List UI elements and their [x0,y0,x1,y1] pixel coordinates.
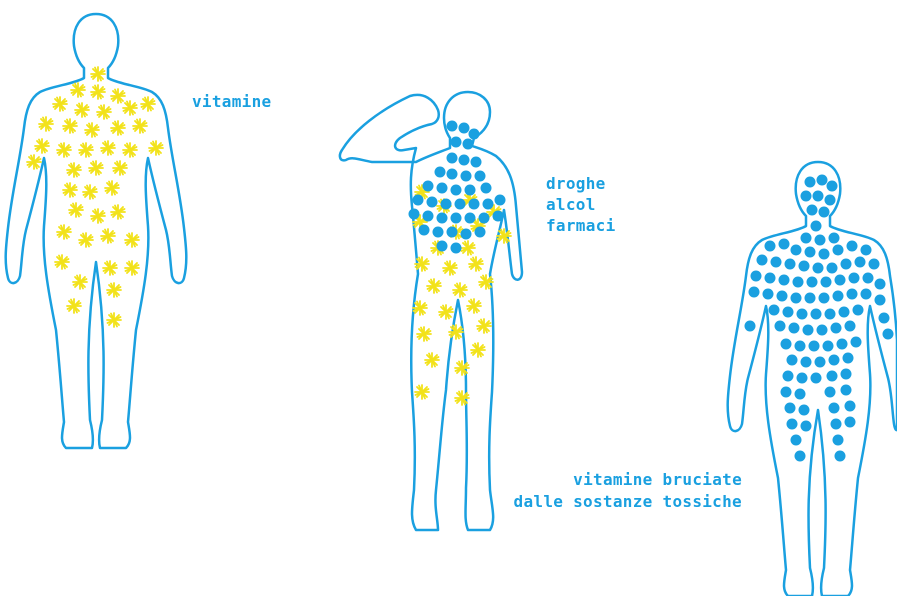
body-outline [6,14,187,448]
burned-vitamins-label: vitamine bruciate dalle sostanze tossich… [514,470,742,512]
medicines-label: farmaci [546,216,616,236]
vitamins-label: vitamine [192,92,271,112]
burned-line-2: dalle sostanze tossiche [514,492,742,512]
figure-substances [340,92,522,530]
figure-burned [728,162,897,596]
figure-vitamins [6,14,187,448]
alcohol-label: alcol [546,195,616,215]
body-outline [340,92,522,530]
substances-label: droghe alcol farmaci [546,174,616,236]
toxin-dots [409,121,506,254]
drugs-label: droghe [546,174,616,194]
burned-line-1: vitamine bruciate [514,470,742,490]
